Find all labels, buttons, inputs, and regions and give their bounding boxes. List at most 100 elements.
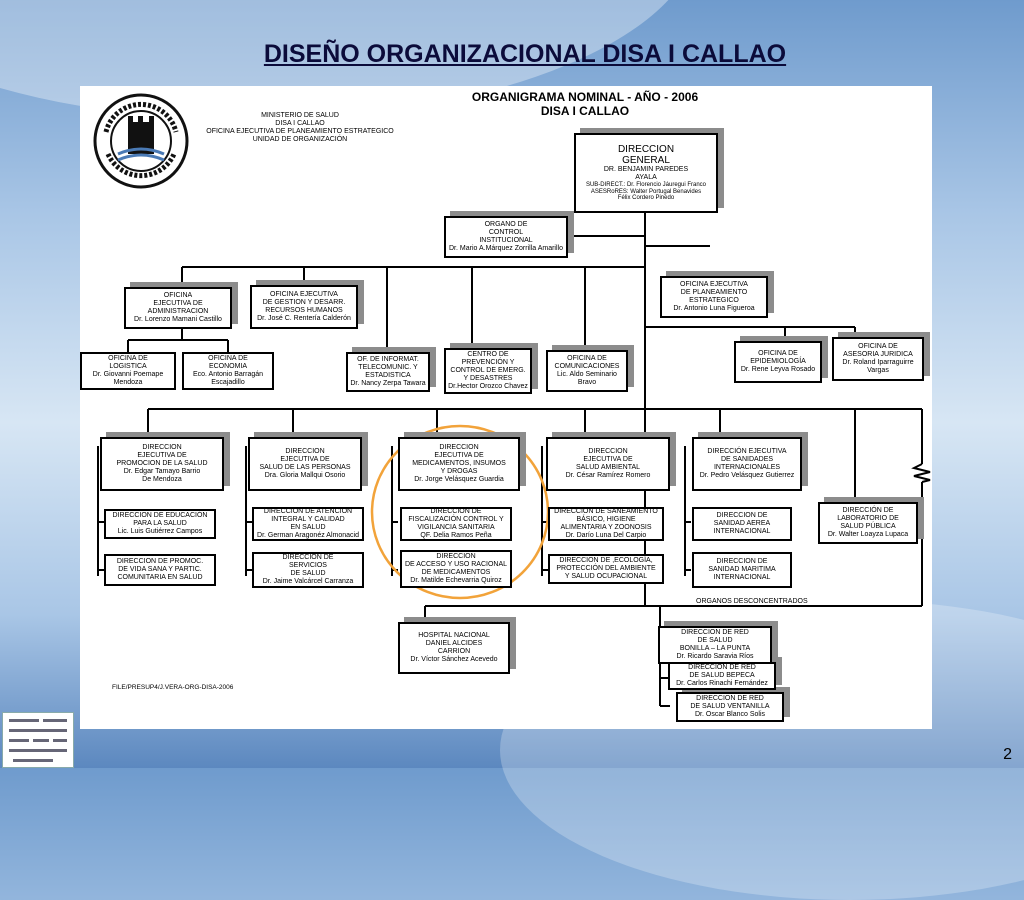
box-person: Dr. Lorenzo Mamani Castillo <box>134 316 222 323</box>
page-number: 2 <box>1003 746 1012 763</box>
box-title: DIRECCION DE RED DE SALUD BEPECA <box>688 664 756 679</box>
box-person: Dr.Hector Orozco Chavez <box>448 383 528 390</box>
box-hospital-carrion: HOSPITAL NACIONAL DANIEL ALCIDES CARRION… <box>398 622 510 674</box>
box-person: Eco. Antonio Barragán Escajadillo <box>192 371 264 386</box>
box-person: Lic. Aldo Seminario Bravo <box>557 371 617 386</box>
ministry-header: MINISTERIO DE SALUD DISA I CALLAO OFICIN… <box>206 112 394 143</box>
box-dir-promocion: DIRECCION EJECUTIVA DE PROMOCION DE LA S… <box>100 437 224 491</box>
box-title: DIRECCION DE ,ECOLOGÍA, PROTECCIÓN DEL A… <box>556 557 656 580</box>
box-person: Dr. Giovanni Poemape Mendoza <box>92 371 164 386</box>
slide-thumbnail <box>2 712 74 768</box>
box-title: OFICINA EJECUTIVA DE PLANEAMIENTO ESTRAT… <box>680 281 748 304</box>
box-title: ORGANO DE CONTROL INSTITUCIONAL <box>479 221 533 244</box>
box-dir-prom-vida: DIRECCION DE PROMOC. DE VIDA SANA Y PART… <box>104 554 216 586</box>
box-ofi-planeamiento: OFICINA EJECUTIVA DE PLANEAMIENTO ESTRAT… <box>660 276 768 318</box>
box-person: Dr. Walter Loayza Lupaca <box>827 531 909 538</box>
box-person: Dra. Gloria Mallqui Osorio <box>264 472 346 479</box>
box-person: Dr. Jorge Velásquez Guardia <box>414 476 504 483</box>
box-title: OFICINA DE LOGISTICA <box>108 355 148 370</box>
organos-desconcentrados-label: ORGANOS DESCONCENTRADOS <box>696 598 808 605</box>
box-dir-salud-personas: DIRECCION EJECUTIVA DE SALUD DE LAS PERS… <box>248 437 362 491</box>
box-dir-atencion-integral: DIRECCION DE ATENCION INTEGRAL Y CALIDAD… <box>252 507 364 541</box>
box-title: DIRECCION DE EDUCACIÓN PARA LA SALUD <box>112 512 208 527</box>
box-dir-saneamiento: DIRECCION DE SANEAMIENTO BÁSICO, HIGIENE… <box>548 507 664 541</box>
box-ofi-logistica: OFICINA DE LOGISTICA Dr. Giovanni Poemap… <box>80 352 176 390</box>
box-title: DIRECCION EJECUTIVA DE MEDICAMENTOS, INS… <box>412 444 506 475</box>
box-title: OFICINA DE EPIDEMIOLOGÍA <box>750 350 806 365</box>
box-organo-control: ORGANO DE CONTROL INSTITUCIONAL Dr. Mari… <box>444 216 568 258</box>
box-title: DIRECCION DE SANEAMIENTO BÁSICO, HIGIENE… <box>554 508 658 531</box>
box-dir-acceso-uso: DIRECCION DE ACCESO Y USO RACIONAL DE ME… <box>400 550 512 588</box>
box-red-ventanilla: DIRECCION DE RED DE SALUD VENTANILLA Dr.… <box>676 692 784 722</box>
box-title: DIRECCION DE RED DE SALUD VENTANILLA <box>690 695 770 710</box>
box-dir-laboratorio: DIRECCIÓN DE LABORATORIO DE SALUD PÚBLIC… <box>818 502 918 544</box>
box-dir-ecologia: DIRECCION DE ,ECOLOGÍA, PROTECCIÓN DEL A… <box>548 554 664 584</box>
box-person: Dr. Mario A.Márquez Zorrilla Amarillo <box>449 245 563 252</box>
box-ofi-economia: OFICINA DE ECONOMIA Eco. Antonio Barragá… <box>182 352 274 390</box>
box-dir-medicamentos: DIRECCION EJECUTIVA DE MEDICAMENTOS, INS… <box>398 437 520 491</box>
box-ofi-comunicaciones: OFICINA DE COMUNICACIONES Lic. Aldo Semi… <box>546 350 628 392</box>
box-title: DIRECCIÓN EJECUTIVA DE SANIDADES INTERNA… <box>707 448 787 471</box>
box-extra: SUB-DIRECT.: Dr. Florencio Jáuregui Fran… <box>585 182 707 202</box>
box-ofi-epidemiologia: OFICINA DE EPIDEMIOLOGÍA Dr. Rene Leyva … <box>734 341 822 383</box>
box-title: DIRECCION DE SANIDAD AEREA INTERNACIONAL <box>713 512 771 535</box>
box-person: Dr. César Ramírez Romero <box>565 472 651 479</box>
box-person: Dr. Víctor Sánchez Acevedo <box>410 656 498 663</box>
box-dir-sanidad-maritima: DIRECCION DE SANIDAD MARITIMA INTERNACIO… <box>692 552 792 588</box>
box-title: DIRECCION DE SERVICIOS DE SALUD <box>282 554 334 577</box>
box-title: DIRECCION DE PROMOC. DE VIDA SANA Y PART… <box>116 558 204 581</box>
box-dir-sanidad-aerea: DIRECCION DE SANIDAD AEREA INTERNACIONAL <box>692 507 792 541</box>
box-title: OFICINA EJECUTIVA DE ADMINISTRACION <box>147 292 209 315</box>
box-dir-servicios: DIRECCION DE SERVICIOS DE SALUD Dr. Jaim… <box>252 552 364 588</box>
box-title: DIRECCION DE ATENCION INTEGRAL Y CALIDAD… <box>263 508 353 531</box>
box-red-bonilla: DIRECCION DE RED DE SALUD BONILLA – LA P… <box>658 626 772 664</box>
box-person: Dr. Matilde Echevarria Quiroz <box>410 577 502 584</box>
box-title: OFICINA DE ASESORIA JURIDICA <box>843 343 913 358</box>
box-direccion-general: DIRECCION GENERAL DR. BENJAMIN PAREDES A… <box>574 133 718 213</box>
box-person: Dr. Edgar Tamayo Barrio De Mendoza <box>123 468 201 483</box>
box-person: Dr. Carlos Rinachi Fernández <box>676 680 768 687</box>
box-dir-salud-ambiental: DIRECCION EJECUTIVA DE SALUD AMBIENTAL D… <box>546 437 670 491</box>
box-title: DIRECCION DE ACCESO Y USO RACIONAL DE ME… <box>404 553 508 576</box>
box-title: DIRECCION DE SANIDAD MARITIMA INTERNACIO… <box>708 558 776 581</box>
box-title: DIRECCION EJECUTIVA DE PROMOCION DE LA S… <box>116 444 208 467</box>
connector-lines <box>97 213 931 707</box>
box-person: Dr. Ricardo Saravia Ríos <box>676 653 754 660</box>
box-dir-fiscalizacion: DIRECCION DE FISCALIZACIÓN CONTROL Y VIG… <box>400 507 512 541</box>
box-person: Dr. Oscar Blanco Solis <box>694 711 766 718</box>
box-person: Dr. Darío Luna Del Carpio <box>565 532 647 539</box>
box-title: OFICINA EJECUTIVA DE GESTION Y DESARR. R… <box>262 291 346 314</box>
box-ofi-administracion: OFICINA EJECUTIVA DE ADMINISTRACION Dr. … <box>124 287 232 329</box>
box-person: Dr. José C. Rentería Calderón <box>257 315 351 322</box>
box-title: DIRECCION EJECUTIVA DE SALUD DE LAS PERS… <box>259 448 351 471</box>
box-person: QF. Delia Ramos Peña <box>420 532 492 539</box>
box-person: Dr. German Aragonéz Almonacid <box>257 532 359 539</box>
box-person: Dr. Pedro Velásquez Gutierrez <box>699 472 795 479</box>
box-dir-sanidades: DIRECCIÓN EJECUTIVA DE SANIDADES INTERNA… <box>692 437 802 491</box>
box-centro-prevencion: CENTRO DE PREVENCIÓN Y CONTROL DE EMERG.… <box>444 348 532 394</box>
box-person: Dr. Rene Leyva Rosado <box>740 366 816 373</box>
box-title: OFICINA DE ECONOMIA <box>208 355 248 370</box>
box-person: Dr. Nancy Zerpa Tawara <box>350 380 426 387</box>
org-chart-sheet: MINISTERIO DE SALUD DISA I CALLAO OFICIN… <box>80 86 932 729</box>
box-title: DIRECCIÓN DE LABORATORIO DE SALUD PÚBLIC… <box>837 507 899 530</box>
slide-title: DISEÑO ORGANIZACIONAL DISA I CALLAO <box>263 40 787 68</box>
box-ofi-gestion-rrhh: OFICINA EJECUTIVA DE GESTION Y DESARR. R… <box>250 285 358 329</box>
box-title: OF. DE INFORMAT. TELECOMUNIC. Y ESTADIST… <box>357 356 419 379</box>
box-of-informatica: OF. DE INFORMAT. TELECOMUNIC. Y ESTADIST… <box>346 352 430 392</box>
box-title: CENTRO DE PREVENCIÓN Y CONTROL DE EMERG.… <box>450 351 526 382</box>
box-ofi-asesoria: OFICINA DE ASESORIA JURIDICA Dr. Roland … <box>832 337 924 381</box>
chart-title: ORGANIGRAMA NOMINAL - AÑO - 2006 DISA I … <box>471 90 699 118</box>
file-reference: FILE/PRESUP4/J.VERA-ORG-DISA-2006 <box>112 684 234 691</box>
box-person: Lic. Luis Gutiérrez Campos <box>117 528 203 535</box>
box-title: DIRECCION EJECUTIVA DE SALUD AMBIENTAL <box>575 448 641 471</box>
box-person: DR. BENJAMIN PAREDES AYALA <box>603 166 689 182</box>
box-red-bepeca: DIRECCION DE RED DE SALUD BEPECA Dr. Car… <box>668 662 776 690</box>
box-title: DIRECCION DE RED DE SALUD BONILLA – LA P… <box>679 629 751 652</box>
box-person: Dr. Antonio Luna Figueroa <box>673 305 755 312</box>
box-person: Dr. Jaime Valcárcel Carranza <box>262 578 354 585</box>
box-person: Dr. Roland Iparraguirre Vargas <box>842 359 914 374</box>
box-dir-educacion: DIRECCION DE EDUCACIÓN PARA LA SALUD Lic… <box>104 509 216 539</box>
box-title: HOSPITAL NACIONAL DANIEL ALCIDES CARRION <box>418 632 490 655</box>
box-title: DIRECCION GENERAL <box>617 144 675 167</box>
